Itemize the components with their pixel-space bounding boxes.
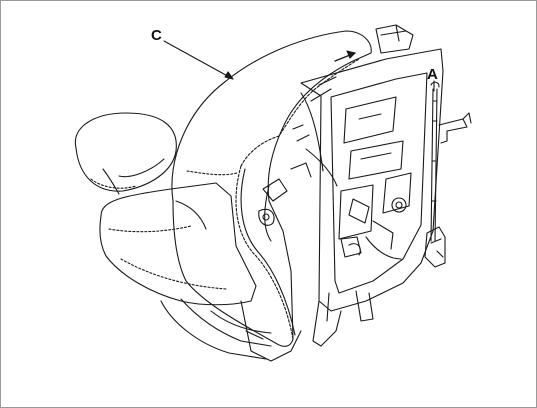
headrest (74, 112, 177, 195)
seat-back-frame (240, 24, 444, 362)
callout-c-label: C (151, 27, 162, 44)
rod-a (424, 81, 472, 268)
leader-lines (163, 40, 435, 92)
callout-a-label: A (427, 66, 438, 83)
seat-cushion (99, 182, 272, 360)
seat-back-cover-c (171, 30, 372, 347)
